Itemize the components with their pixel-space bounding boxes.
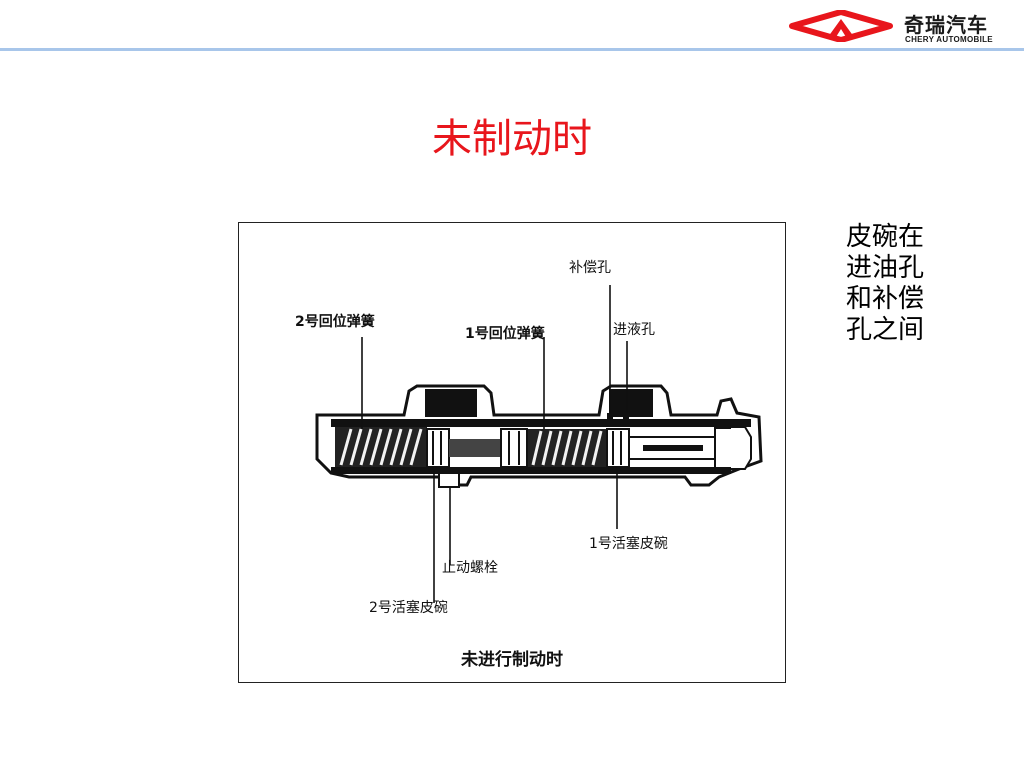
compensation-port xyxy=(607,413,613,427)
spring-1 xyxy=(531,430,603,466)
chery-logo-mark-icon xyxy=(789,10,893,42)
label-inlet-hole: 进液孔 xyxy=(613,322,655,338)
piston-2 xyxy=(426,428,450,468)
label-spring-1: 1号回位弹簧 xyxy=(465,326,545,342)
master-cylinder-drawing xyxy=(315,285,763,603)
stop-bolt-body xyxy=(438,472,460,488)
label-piston-cup-2: 2号活塞皮碗 xyxy=(369,600,448,616)
side-note-line: 和补偿 xyxy=(846,284,925,314)
piston-rod xyxy=(449,439,505,457)
label-compensation-hole: 补偿孔 xyxy=(569,260,611,276)
side-note-line: 进油孔 xyxy=(846,253,925,283)
bore-bottom-band xyxy=(331,467,731,474)
bore-top-band xyxy=(331,419,751,427)
master-cylinder-figure: 补偿孔 2号回位弹簧 1号回位弹簧 进液孔 1号活塞皮碗 止动螺栓 2号活塞皮碗… xyxy=(238,222,786,683)
brand-name-cn: 奇瑞汽车 xyxy=(904,13,988,37)
label-piston-cup-1: 1号活塞皮碗 xyxy=(589,536,668,552)
side-note: 皮碗在 进油孔 和补偿 孔之间 xyxy=(846,222,924,346)
brand-name-en: CHERY AUTOMOBILE xyxy=(905,35,993,44)
leader-lines xyxy=(361,285,628,603)
side-note-line: 孔之间 xyxy=(846,315,925,345)
figure-caption: 未进行制动时 xyxy=(461,650,563,670)
side-note-line: 皮碗在 xyxy=(846,222,925,252)
inlet-port xyxy=(623,413,629,427)
front-cap xyxy=(714,426,752,470)
piston-collar xyxy=(500,428,528,468)
slide-title: 未制动时 xyxy=(432,116,592,162)
header-divider xyxy=(0,48,1024,51)
label-stop-bolt: 止动螺栓 xyxy=(442,560,498,576)
spring-2 xyxy=(339,428,423,466)
label-spring-2: 2号回位弹簧 xyxy=(295,314,375,330)
piston-1 xyxy=(606,428,630,468)
reservoir-port-front xyxy=(609,389,653,417)
chery-logo: 奇瑞汽车 CHERY AUTOMOBILE xyxy=(786,6,1018,46)
reservoir-port-rear xyxy=(425,389,477,417)
